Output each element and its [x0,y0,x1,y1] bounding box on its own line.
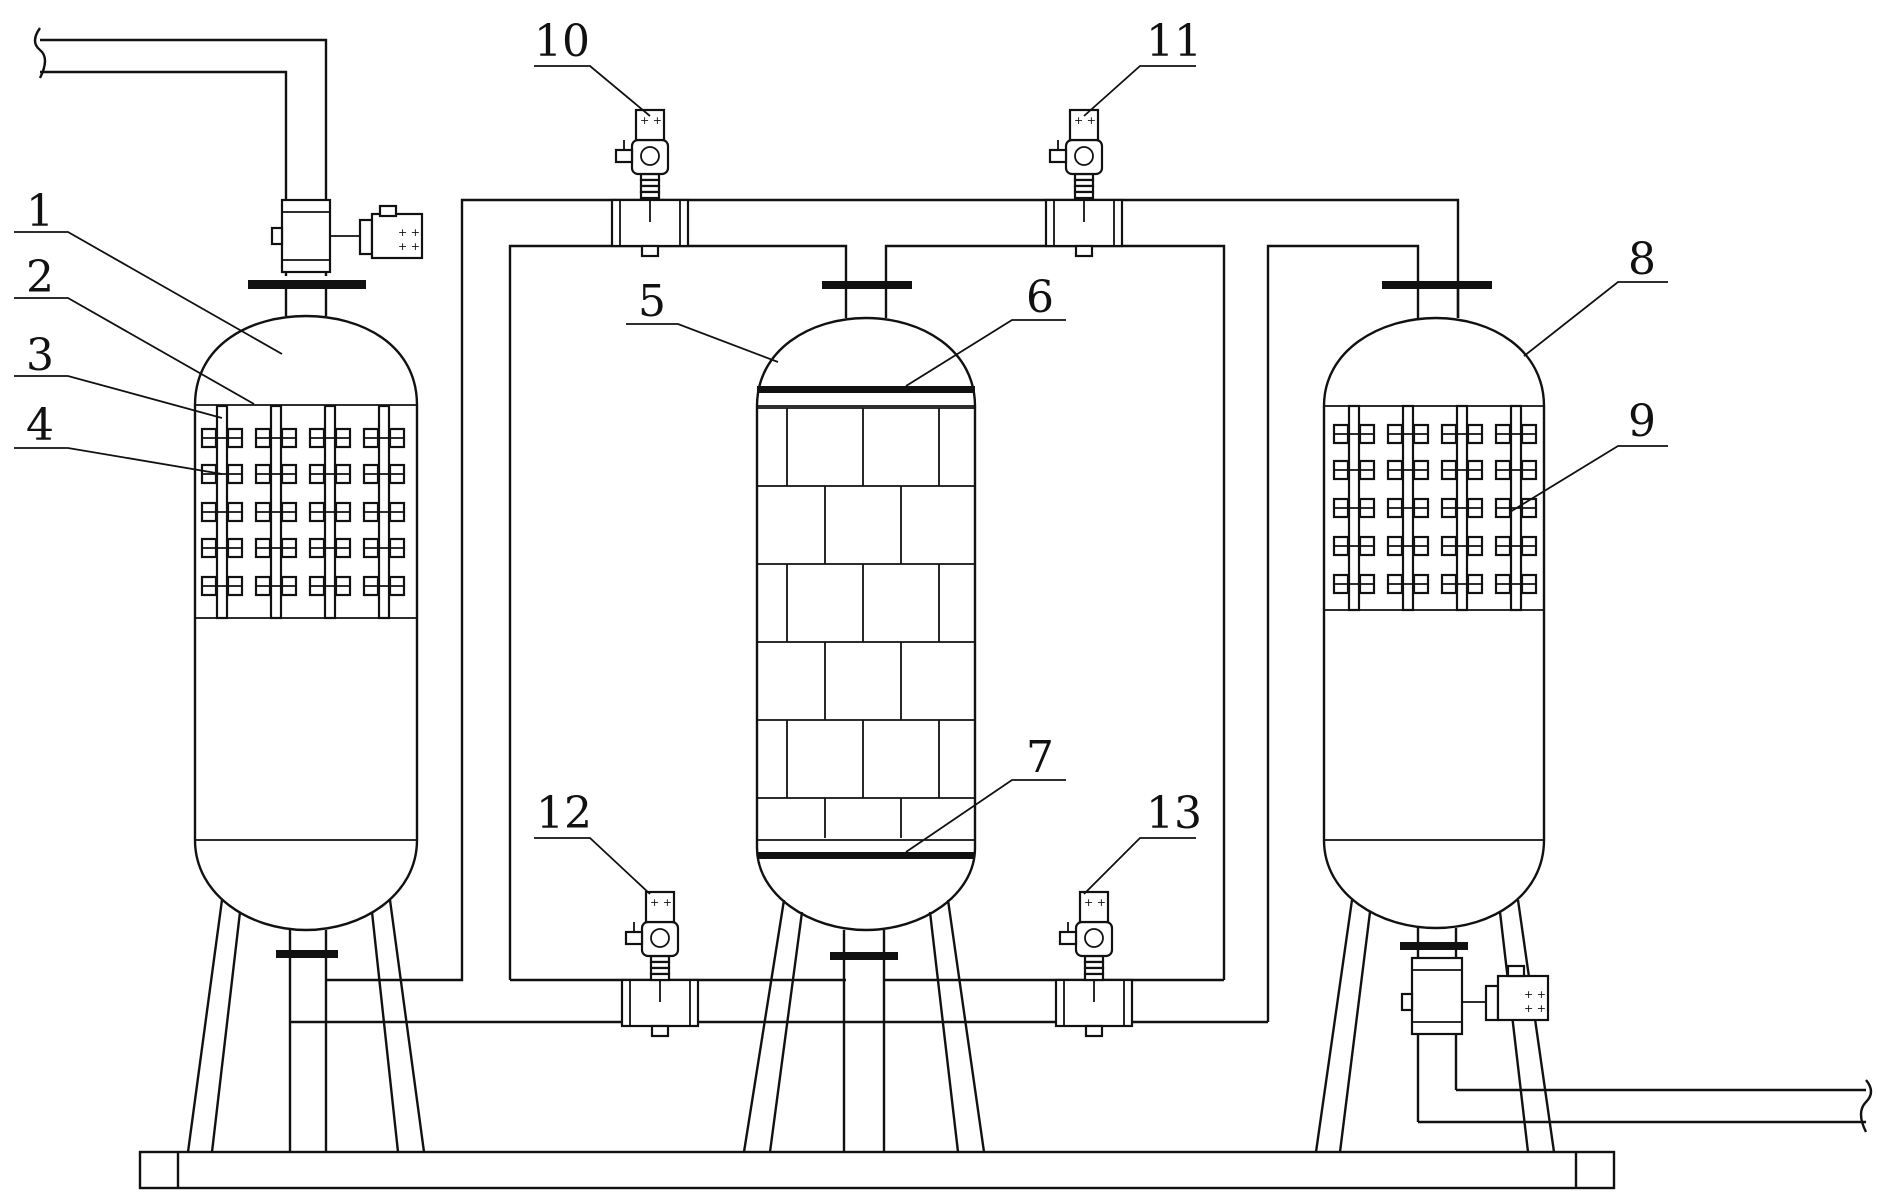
upper-manifold [326,198,1460,1022]
label-11: 11 [1146,16,1202,67]
svg-text:+ +: + + [650,896,672,909]
filter-rod [362,404,406,620]
support-legs [186,899,1556,1153]
label-13: 13 [1146,788,1202,839]
bottom-piping [276,928,1873,1152]
label-4: 4 [26,400,54,451]
inlet-pipe: + + + + [33,27,424,276]
packing-block-row [757,797,975,838]
outlet-valve-right: + + + + [1400,956,1550,1036]
valve-12: + + [620,890,700,1038]
filter-rod [308,404,352,620]
label-10: 10 [534,16,590,67]
packing-blocks [757,407,975,838]
filter-rod [254,404,298,620]
base-frame [138,1150,1616,1190]
svg-text:+ +: + + [640,114,662,127]
label-12: 12 [536,788,592,839]
svg-text:+ +: + + [398,240,420,253]
valve-13: + + [1054,890,1134,1038]
label-3: 3 [26,330,54,381]
filter-rod [1386,404,1430,612]
packing-block-row [757,719,975,798]
leader-lines [14,65,1668,895]
label-5: 5 [638,276,666,327]
label-1: 1 [26,186,54,237]
valve-11: + + [1044,108,1124,258]
svg-text:+ +: + + [1524,988,1546,1001]
label-7: 7 [1026,732,1054,783]
label-6: 6 [1026,272,1054,323]
tank-right [1322,281,1546,930]
svg-text:+ +: + + [1084,896,1106,909]
packing-block-row [757,641,975,720]
packing-block-row [757,563,975,642]
svg-text:+ +: + + [1074,114,1096,127]
label-8: 8 [1628,234,1656,285]
packing-block-row [757,407,975,486]
filter-rod-array-right [1332,404,1538,612]
callout-labels: 1 2 3 4 5 6 7 8 9 10 11 12 13 [26,16,1656,839]
filter-rod [1332,404,1376,612]
filter-rod-array-left [200,404,406,620]
label-2: 2 [26,252,54,303]
valve-10: + + [610,108,690,258]
packing-block-row [757,485,975,564]
svg-text:+ +: + + [398,226,420,239]
filter-rod [1440,404,1484,612]
svg-text:+ +: + + [1524,1002,1546,1015]
filter-rod [200,404,244,620]
tank-middle [755,281,977,932]
label-9: 9 [1628,396,1656,447]
